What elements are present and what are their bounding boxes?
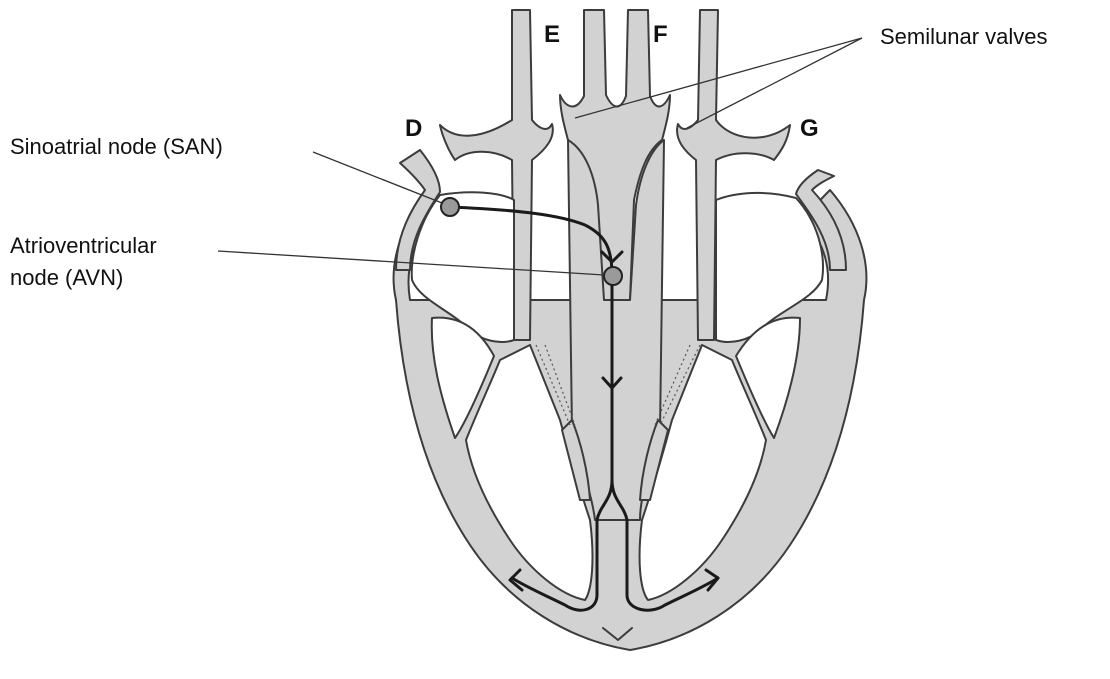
label-avn-line2: node (AVN)	[10, 265, 123, 290]
label-vessel-g: G	[800, 115, 819, 142]
leader-semilunar-left	[575, 38, 862, 118]
sinoatrial-node	[441, 198, 459, 216]
label-avn-line1: Atrioventricular	[10, 233, 157, 258]
label-vessel-e: E	[544, 21, 560, 48]
label-vessel-f: F	[653, 21, 668, 48]
label-vessel-d: D	[405, 115, 422, 142]
label-san: Sinoatrial node (SAN)	[10, 134, 223, 159]
label-semilunar-valves: Semilunar valves	[880, 24, 1048, 49]
atrioventricular-node	[604, 267, 622, 285]
